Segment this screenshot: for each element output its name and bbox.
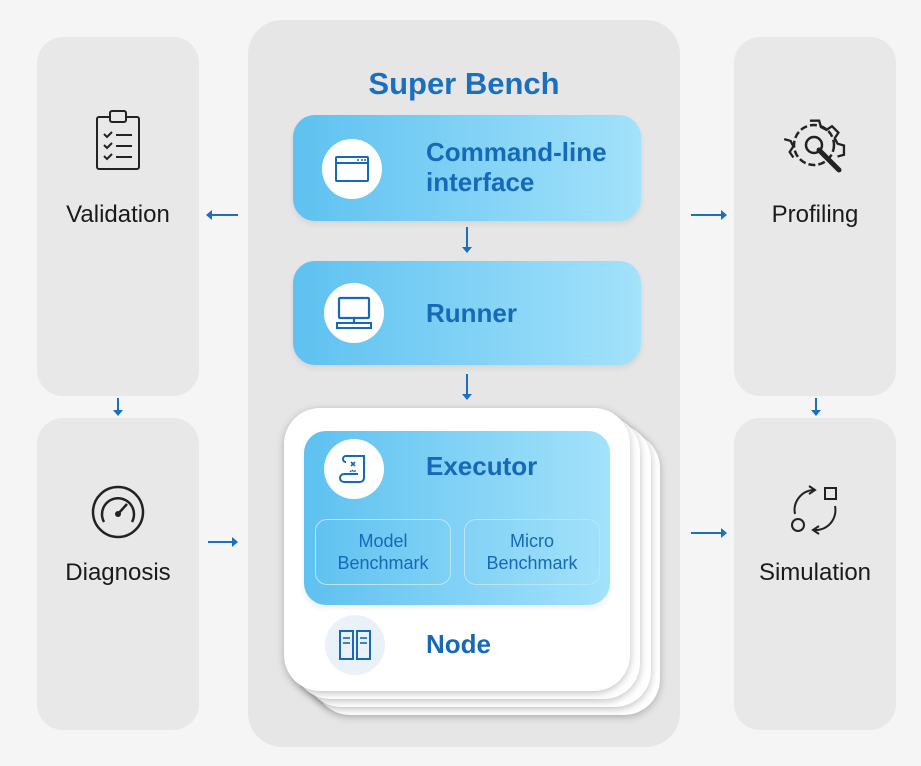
runner-icon-circle <box>324 283 384 343</box>
scroll-map-icon <box>339 455 365 483</box>
micro-benchmark-box: Micro Benchmark <box>464 519 600 585</box>
desktop-computer-icon <box>336 296 372 329</box>
clipboard-checklist-icon <box>96 110 140 170</box>
node-card: Executor Model Benchmark Micro Benchmark… <box>284 408 630 691</box>
arrow-diagnosis-to-center <box>208 537 238 547</box>
micro-benchmark-line2: Benchmark <box>486 553 578 573</box>
node-label: Node <box>426 629 491 659</box>
arrow-validation-to-diagnosis <box>113 398 123 416</box>
micro-benchmark-line1: Micro <box>510 531 554 551</box>
cli-box: Command-line interface <box>293 115 641 221</box>
diagnosis-label: Diagnosis <box>65 559 171 586</box>
node-icon-circle <box>325 615 385 675</box>
model-benchmark-box: Model Benchmark <box>315 519 451 585</box>
super-bench-panel: Super Bench Command-line interface <box>248 20 680 747</box>
simulation-label: Simulation <box>758 559 872 586</box>
diagnosis-panel: Diagnosis <box>37 418 199 730</box>
validation-panel: Validation <box>37 37 199 396</box>
runner-label: Runner <box>426 298 517 328</box>
terminal-window-icon <box>335 156 369 182</box>
runner-box: Runner <box>293 261 641 365</box>
cli-label-line2: interface <box>426 167 535 197</box>
cycle-shapes-icon <box>791 485 837 535</box>
cli-icon-circle <box>322 139 382 199</box>
profiling-label: Profiling <box>771 201 859 228</box>
validation-label: Validation <box>66 201 170 228</box>
executor-label: Executor <box>426 451 538 481</box>
cli-label: Command-line interface <box>426 137 607 197</box>
gauge-icon <box>91 485 145 539</box>
executor-icon-circle <box>324 439 384 499</box>
arrow-cli-to-runner <box>462 227 472 253</box>
gear-wrench-icon <box>784 119 846 173</box>
arrow-profiling-to-simulation <box>811 398 821 416</box>
simulation-panel: Simulation <box>734 418 896 730</box>
arrow-to-profiling <box>691 210 727 220</box>
executor-box: Executor Model Benchmark Micro Benchmark <box>304 431 610 605</box>
arrow-runner-to-executor <box>462 374 472 400</box>
arrow-to-simulation <box>691 528 727 538</box>
cli-label-line1: Command-line <box>426 137 607 167</box>
super-bench-title: Super Bench <box>368 66 560 101</box>
arrow-to-validation <box>206 210 238 220</box>
model-benchmark-line2: Benchmark <box>337 553 429 573</box>
model-benchmark-line1: Model <box>358 531 408 551</box>
profiling-panel: Profiling <box>734 37 896 396</box>
server-rack-icon <box>339 630 371 660</box>
